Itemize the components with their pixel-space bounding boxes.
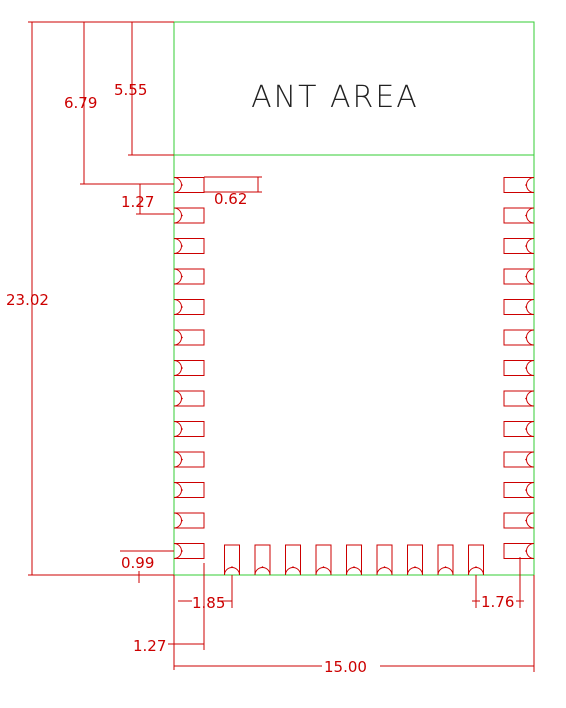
antenna-area-label: ANT AREA [251, 80, 419, 115]
right-pad [503, 451, 535, 468]
right-pad [503, 360, 535, 376]
left-pad [173, 451, 205, 468]
dimension-ant-area-height: 5.55 [114, 22, 174, 156]
right-pad [503, 299, 535, 315]
bottom-pad [346, 544, 362, 576]
bottom-pad [407, 544, 423, 576]
left-pad [173, 512, 205, 529]
right-pad [503, 512, 535, 529]
right-pad [503, 390, 535, 407]
right-pad-row [503, 177, 535, 559]
dimension-pad-length: 1.27 [133, 563, 205, 655]
left-pad [173, 207, 205, 224]
right-pad-offset-value: 1.76 [481, 593, 514, 611]
left-pad-pitch-value: 1.85 [192, 594, 225, 612]
right-pad [503, 177, 535, 193]
left-pad-row [173, 177, 205, 559]
bottom-pad [376, 544, 393, 576]
overall-width-value: 15.00 [324, 658, 367, 676]
left-pad [173, 543, 205, 559]
module-outline [173, 21, 535, 576]
right-pad [503, 329, 535, 346]
overall-height-value: 23.02 [6, 291, 49, 309]
right-pad [503, 482, 535, 498]
ant-to-first-pad-value: 6.79 [64, 94, 97, 112]
left-pad [173, 390, 205, 407]
left-pad [173, 421, 205, 437]
left-pad [173, 177, 205, 193]
right-pad [503, 421, 535, 437]
pad-length-value: 1.27 [133, 637, 166, 655]
left-pad [173, 299, 205, 315]
ant-area-height-value: 5.55 [114, 81, 147, 99]
bottom-pad [437, 544, 454, 576]
dimension-overall-height: 23.02 [6, 21, 174, 576]
bottom-pad [254, 544, 271, 576]
dimension-left-pad-pitch: 1.85 [173, 575, 233, 670]
right-pad [503, 238, 535, 254]
bottom-pad [468, 544, 484, 576]
dimension-ant-to-first-pad: 6.79 [64, 22, 174, 185]
right-pad [503, 207, 535, 224]
bottom-pad [224, 544, 240, 576]
left-pad [173, 268, 205, 285]
right-pad [503, 543, 535, 559]
dimension-right-pad-offset: 1.76 [472, 557, 524, 611]
dimension-pad-width: 0.62 [204, 176, 262, 208]
bottom-pad-offset-value: 0.99 [121, 554, 154, 572]
dimension-bottom-pad-offset: 0.99 [120, 550, 174, 583]
left-pad [173, 329, 205, 346]
right-pad [503, 268, 535, 285]
dimension-overall-width: 15.00 [174, 575, 535, 676]
left-pad [173, 238, 205, 254]
bottom-pad-row [224, 544, 484, 576]
pad-width-value: 0.62 [214, 190, 247, 208]
left-pad [173, 360, 205, 376]
bottom-pad [315, 544, 332, 576]
left-pad [173, 482, 205, 498]
pad-pitch-value: 1.27 [121, 193, 154, 211]
dimension-pad-pitch: 1.27 [121, 184, 174, 215]
bottom-pad [285, 544, 301, 576]
